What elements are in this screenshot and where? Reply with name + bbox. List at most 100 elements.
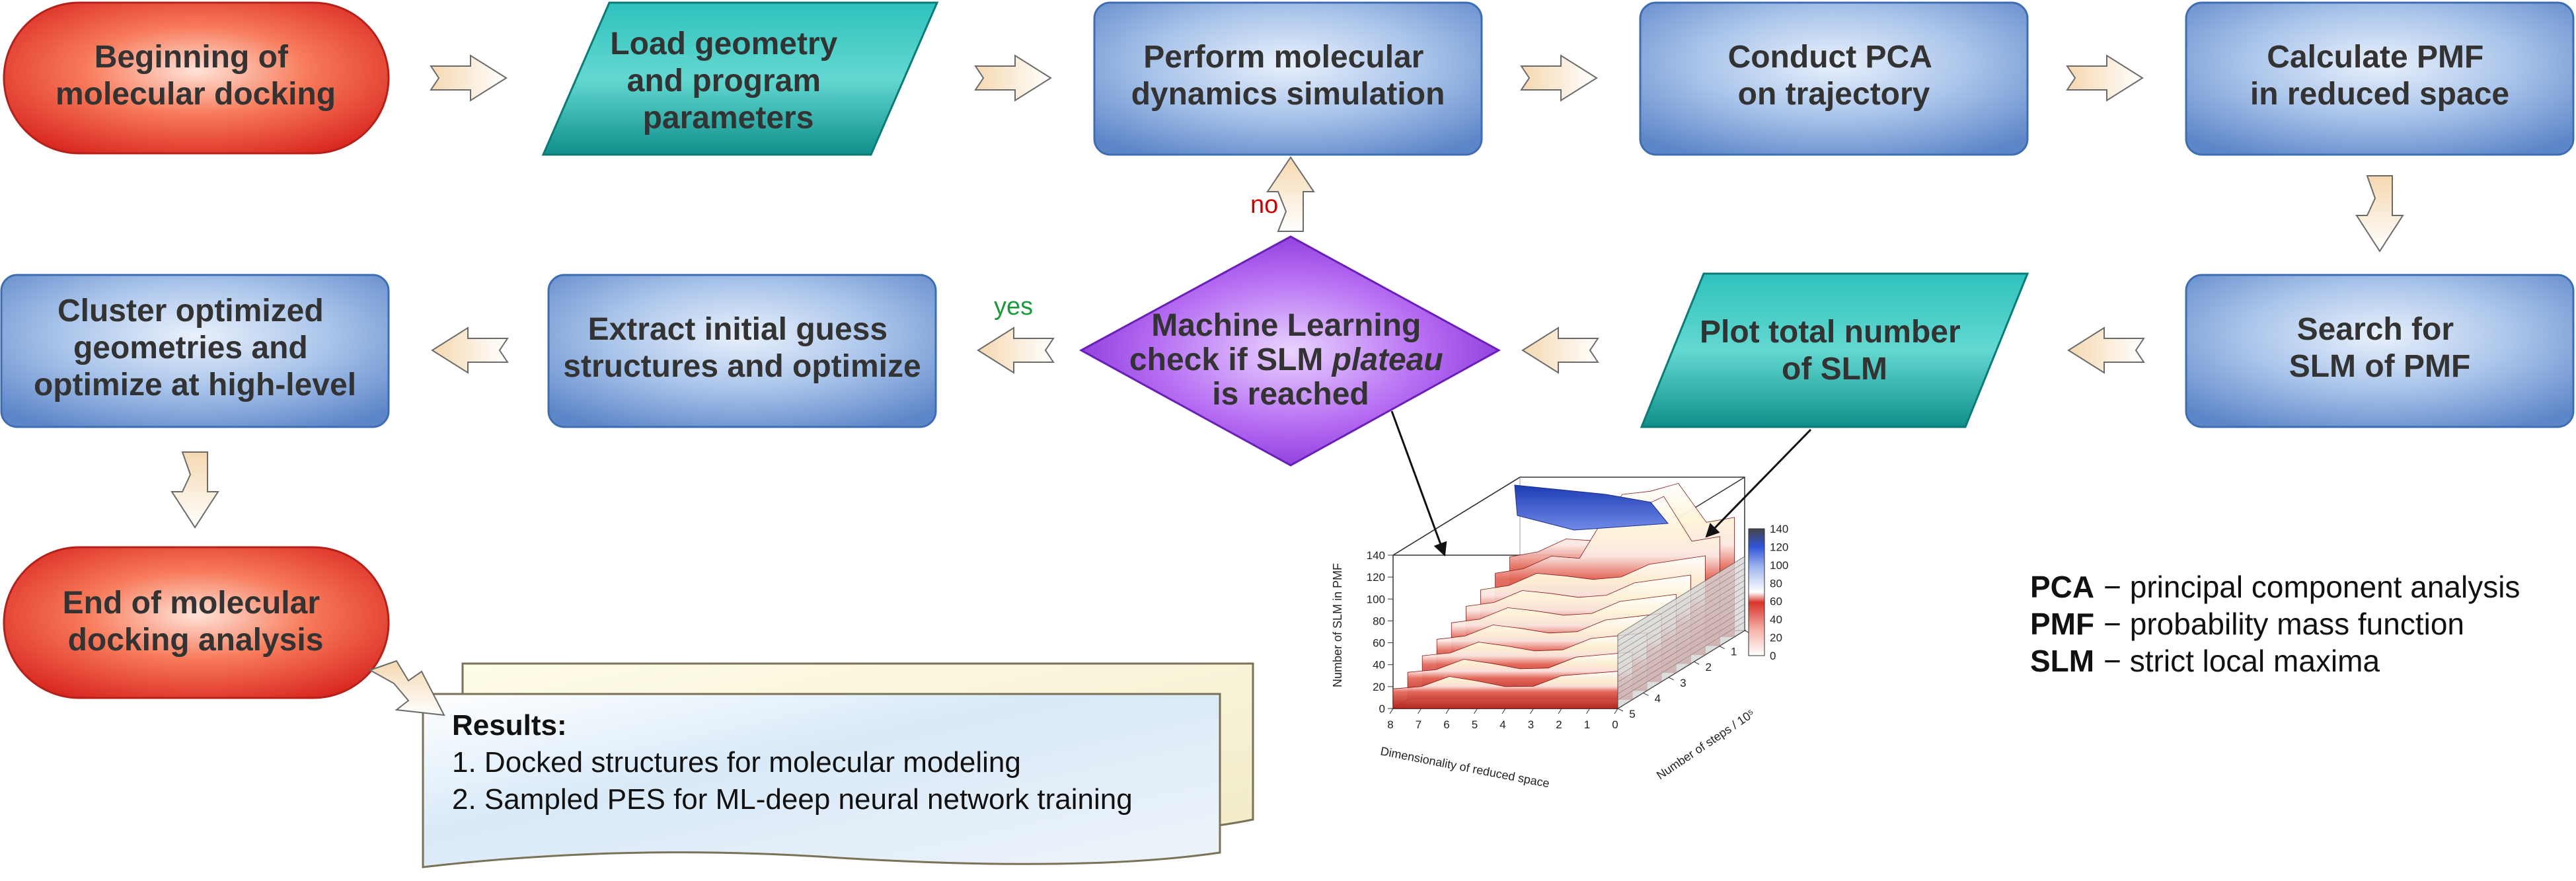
y-tick-mark [1643,692,1649,696]
arrow-end-to-results [368,660,445,716]
svg-text:Cluster optimized geomet: Cluster optimized geometries and optimiz… [34,293,356,402]
results-title: Results: [452,709,567,742]
colorbar-tick-label: 100 [1770,559,1788,572]
legend-slm-text: − strict local maxima [2103,644,2380,678]
x-tick-mark [1586,708,1590,714]
arrow-search-to-plot [2067,326,2145,374]
surface-side-line [1617,574,1745,653]
surface-side-line [1617,603,1745,683]
x-tick-label: 1 [1584,718,1590,731]
x-tick-label: 8 [1387,718,1393,731]
legend-pca: PCA − principal component analysis [2030,570,2520,604]
svg-text:Machine Learning check i: Machine Learning check if SLM plateau is… [1129,308,1452,412]
pca-node: Conduct PCA on trajectory [1639,1,2029,156]
load-line2: and program [627,63,821,98]
surface-side-line [1617,615,1745,695]
x-tick-mark [1445,708,1450,714]
callout-ml-to-chart [1390,410,1447,556]
y-tick-mark [1617,708,1624,712]
arrow-plot-to-ml [1521,326,1599,374]
z-axis-label: Number of SLM in PMF [1331,563,1344,687]
svg-text:Perform molecular dynami: Perform molecular dynamics simulation [1131,40,1445,112]
chart-top-edge [1392,477,1521,556]
x-tick-mark [1418,708,1421,714]
arrow-md-to-pca [1520,54,1598,102]
z-tick-label: 120 [1367,571,1385,584]
z-tick-label: 0 [1379,703,1385,715]
x-tick-label: 5 [1472,718,1478,731]
colorbar-tick-label: 140 [1770,523,1788,535]
yes-label: yes [994,293,1033,321]
results-item-1: 1. Docked structures for molecular model… [452,746,1021,779]
x-tick-label: 7 [1416,718,1421,731]
arrow-load-to-md [974,54,1052,102]
start-node: Beginning of molecular docking [3,1,390,155]
no-label: no [1250,191,1278,219]
svg-text:Search for SLM of PMF: Search for SLM of PMF [2289,312,2471,384]
svg-text:End of molecular docking: End of molecular docking analysis [63,586,329,658]
surface-plateau [1514,484,1669,531]
y-tick-mark [1693,661,1700,665]
surface-layer [1392,671,1618,709]
arrow-ml-to-extract [977,326,1055,374]
legend-pca-abbr: PCA [2030,570,2094,604]
surface-side-line [1617,568,1745,647]
surface-side-line [1617,609,1745,689]
svg-text:Calculate PMF in reduced: Calculate PMF in reduced space [2250,40,2509,112]
z-tick-label: 20 [1373,681,1385,693]
arrow-extract-to-cluster [431,326,509,374]
colorbar-tick-label: 80 [1770,577,1782,590]
surface-layers [1392,482,1745,709]
end-line1: End of molecular [63,586,320,621]
ml-check-decision: Machine Learning check if SLM plateau is… [1079,235,1501,467]
z-tick-label: 80 [1373,615,1385,627]
cluster-node: Cluster optimized geometries and optimiz… [0,274,390,428]
svg-text:Beginning of molecular d: Beginning of molecular docking [56,40,336,112]
legend-pmf-text: − probability mass function [2103,607,2464,641]
extract-line1: Extract initial guess [588,312,888,347]
x-axis-label: Dimensionality of reduced space [1379,744,1550,790]
load-line1: Load geometry [610,26,837,61]
x-tick-mark [1530,708,1534,714]
surface-side-line [1617,592,1745,671]
surface-side-line [1617,597,1745,677]
search-line2: SLM of PMF [2289,349,2471,384]
end-line2: docking analysis [68,623,324,658]
ml-line3: is reached [1212,377,1369,412]
z-tick-label: 100 [1367,593,1385,605]
cluster-line2: geometries and [73,330,308,365]
pca-line2: on trajectory [1738,77,1930,112]
svg-text:Conduct PCA on trajector: Conduct PCA on trajectory [1728,40,1940,112]
arrow-pca-to-pmf [2066,54,2144,102]
search-slm-node: Search for SLM of PMF [2185,274,2575,428]
plot-line1: Plot total number [1700,315,1961,350]
pmf-line1: Calculate PMF [2267,40,2483,75]
pca-line1: Conduct PCA [1728,40,1932,75]
x-tick-label: 3 [1528,718,1534,731]
y-tick-label: 4 [1655,692,1661,705]
start-node-line1: Beginning of [95,40,289,75]
z-tick-label: 40 [1373,659,1385,671]
arrow-begin-to-load [430,54,508,102]
legend-pca-text: − principal component analysis [2103,570,2520,604]
md-simulation-node: Perform molecular dynamics simulation [1093,1,1483,156]
results-item-2: 2. Sampled PES for ML-deep neural networ… [452,783,1133,816]
pmf-line2: in reduced space [2250,77,2509,112]
plot-line2: of SLM [1782,352,1887,387]
cluster-line3: optimize at high-level [34,367,356,402]
z-tick-label: 140 [1367,549,1385,562]
colorbar-tick-label: 40 [1770,613,1782,626]
ml-line2-a: check if SLM [1129,342,1332,377]
legend-slm-abbr: SLM [2030,644,2094,678]
arrow-pmf-to-search [2355,175,2404,252]
y-axis-label: Number of steps / 10⁵ [1654,707,1757,782]
colorbar-tick-label: 20 [1770,632,1782,644]
callout-plot-to-chart [1705,428,1812,538]
arrow-cluster-to-end [170,451,219,529]
start-node-line2: molecular docking [56,77,336,112]
end-node: End of molecular docking analysis [3,546,390,699]
x-tick-mark [1474,708,1478,714]
pmf-node: Calculate PMF in reduced space [2185,1,2575,156]
